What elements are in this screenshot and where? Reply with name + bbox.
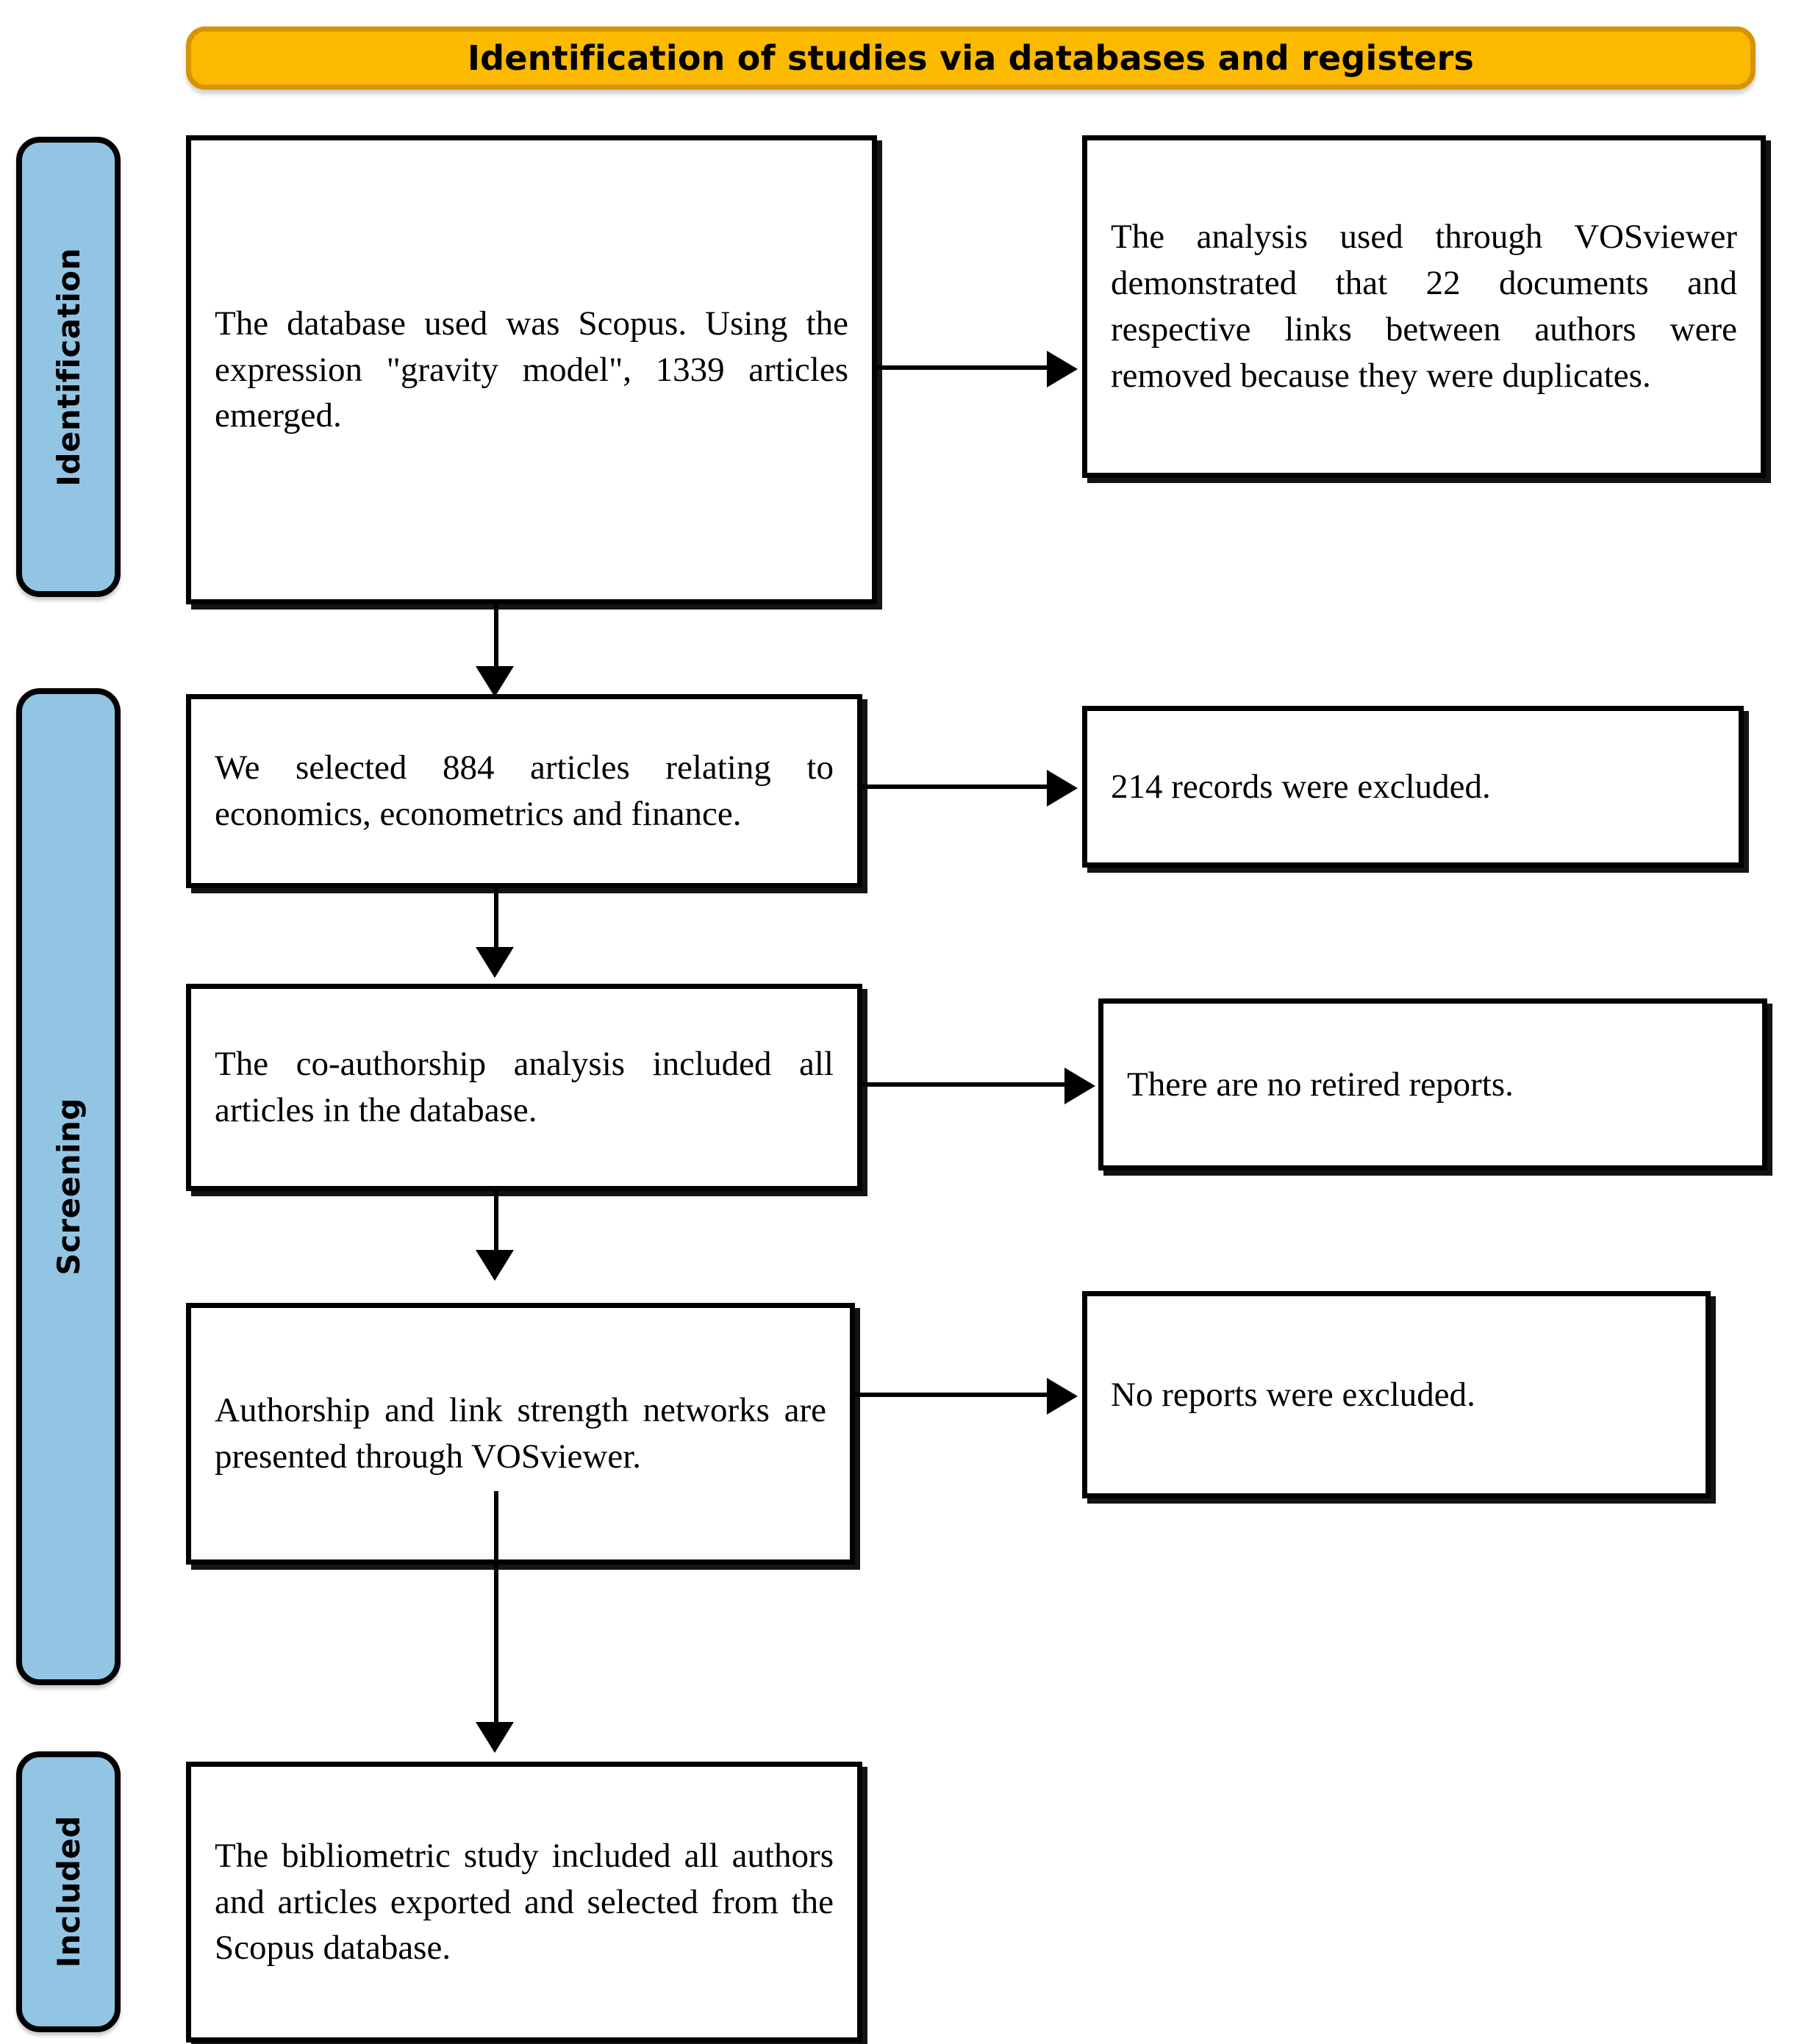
arrow-right-icon <box>1064 1068 1095 1104</box>
flow-box-included-studies-text: The bibliometric study included all auth… <box>215 1836 834 1968</box>
flow-box-reports-excluded: No reports were excluded. <box>1082 1291 1711 1498</box>
phase-label-identification: Identification <box>16 137 121 597</box>
phase-label-screening: Screening <box>16 688 121 1685</box>
phase-label-identification-text: Identification <box>50 247 87 487</box>
arrow-down-icon <box>476 1722 514 1753</box>
connector-screening1-to-screening2 <box>494 887 498 954</box>
connector-identification-to-duplicates <box>875 365 1051 370</box>
arrow-right-icon <box>1047 770 1078 807</box>
diagram-header-banner: Identification of studies via databases … <box>186 26 1756 90</box>
phase-label-screening-text: Screening <box>50 1098 87 1276</box>
connector-screening1-to-excluded1 <box>860 785 1051 789</box>
connector-screening3-to-included <box>494 1491 498 1734</box>
arrow-down-icon <box>476 666 514 697</box>
page-title: Identification of studies via databases … <box>467 38 1475 78</box>
flow-box-duplicates-removed: The analysis used through VOSviewer demo… <box>1082 135 1766 478</box>
flow-box-retired-reports-text: There are no retired reports. <box>1127 1065 1514 1104</box>
connector-identification-to-screening1 <box>494 603 498 673</box>
arrow-right-icon <box>1047 351 1078 387</box>
flow-box-duplicates-removed-text: The analysis used through VOSviewer demo… <box>1111 218 1737 395</box>
flow-box-reports-excluded-text: No reports were excluded. <box>1111 1375 1475 1414</box>
flow-box-records-selected: We selected 884 articles relating to eco… <box>186 694 862 888</box>
flow-box-retired-reports: There are no retired reports. <box>1098 998 1767 1171</box>
connector-screening3-to-excluded3 <box>853 1393 1051 1397</box>
connector-screening2-to-excluded2 <box>860 1082 1069 1087</box>
flow-box-identification: The database used was Scopus. Using the … <box>186 135 877 604</box>
phase-label-included: Included <box>16 1751 121 2032</box>
flow-box-included-studies: The bibliometric study included all auth… <box>186 1762 862 2043</box>
flow-box-coauthorship-analysis: The co-authorship analysis included all … <box>186 984 862 1191</box>
phase-label-included-text: Included <box>50 1815 87 1968</box>
flow-box-authorship-networks-text: Authorship and link strength networks ar… <box>215 1391 826 1476</box>
flow-box-records-excluded: 214 records were excluded. <box>1082 706 1744 868</box>
flow-box-records-selected-text: We selected 884 articles relating to eco… <box>215 748 834 833</box>
arrow-down-icon <box>476 947 514 978</box>
flow-box-records-excluded-text: 214 records were excluded. <box>1111 767 1491 806</box>
flow-box-coauthorship-analysis-text: The co-authorship analysis included all … <box>215 1045 834 1129</box>
flow-box-identification-text: The database used was Scopus. Using the … <box>215 304 848 435</box>
arrow-right-icon <box>1047 1378 1078 1415</box>
arrow-down-icon <box>476 1250 514 1281</box>
flow-box-authorship-networks: Authorship and link strength networks ar… <box>186 1303 855 1565</box>
connector-screening2-to-screening3 <box>494 1190 498 1257</box>
